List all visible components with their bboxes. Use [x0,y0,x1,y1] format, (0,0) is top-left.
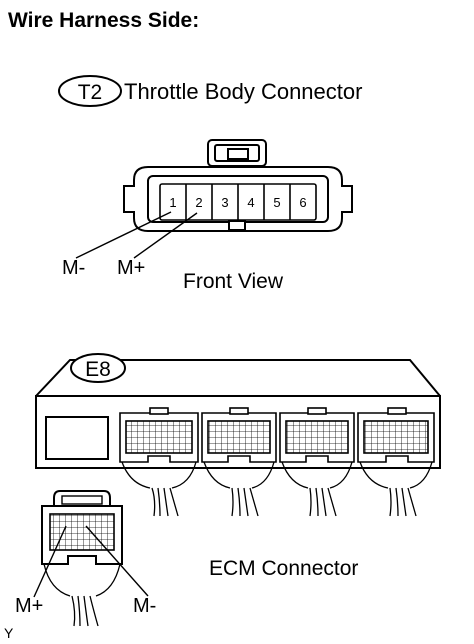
t2-view-caption: Front View [183,270,283,293]
e8-m-minus-label: M- [133,595,157,617]
e8-connector-name: ECM Connector [209,557,359,580]
t2-m-minus-label: M- [62,257,86,279]
t2-pin-6: 6 [299,195,306,210]
t2-pin-1: 1 [169,195,176,210]
t2-connector-name: Throttle Body Connector [124,79,363,104]
ecm-wire-bundles [121,461,433,517]
t2-leader-lines [75,211,198,259]
e8-m-plus-label: M+ [15,595,44,617]
ecm-sub-connector-4 [357,407,435,463]
t2-pin-numbers: 1 2 3 4 5 6 [169,195,306,210]
t2-code-text: T2 [78,81,103,104]
page-heading: Wire Harness Side: [8,9,200,32]
t2-m-plus-label: M+ [117,257,146,279]
t2-code-badge: T2 [58,75,122,107]
ecm-connector-detail [41,490,123,565]
throttle-body-connector [123,139,353,232]
ecm-detail-wires [43,563,121,627]
ecm-sub-connector-1 [119,407,199,463]
ecm-sub-connector-2 [201,407,277,463]
e8-code-badge: E8 [70,353,126,383]
e8-code-text: E8 [85,358,111,381]
corner-mark: Y [4,625,14,641]
t2-pin-2: 2 [195,195,202,210]
t2-pin-3: 3 [221,195,228,210]
t2-pin-4: 4 [247,195,254,210]
t2-pin-5: 5 [273,195,280,210]
e8-leader-lines [33,525,149,598]
ecm-sub-connector-3 [279,407,355,463]
